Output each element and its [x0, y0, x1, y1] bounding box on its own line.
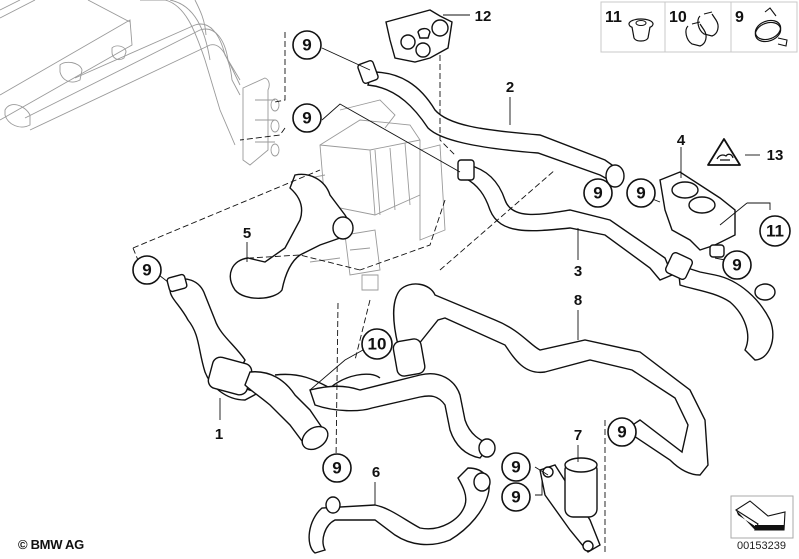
legend-item-11[interactable]: 11: [605, 9, 654, 42]
svg-text:4: 4: [677, 132, 686, 149]
electric-pump: [539, 457, 601, 553]
svg-text:11: 11: [766, 222, 784, 241]
svg-text:8: 8: [574, 292, 582, 309]
callout-3[interactable]: 3: [574, 263, 582, 280]
legend-item-9[interactable]: 9: [735, 7, 788, 47]
svg-text:9: 9: [511, 458, 520, 477]
svg-text:10: 10: [669, 9, 687, 26]
callout-9-valve-left[interactable]: 9: [583, 178, 613, 208]
svg-text:5: 5: [243, 225, 251, 242]
svg-text:7: 7: [574, 427, 582, 444]
flange-plate: [385, 9, 453, 63]
reference-lines: [132, 32, 606, 555]
svg-text:9: 9: [735, 9, 744, 26]
svg-text:9: 9: [593, 184, 602, 203]
callout-8[interactable]: 8: [574, 292, 582, 309]
svg-text:2: 2: [506, 79, 514, 96]
hose-5: [229, 173, 354, 299]
callout-7[interactable]: 7: [574, 427, 582, 444]
warning-label-icon: [707, 138, 741, 166]
hose-6: [308, 467, 491, 554]
callout-9-valve-bottom[interactable]: 9: [722, 250, 752, 280]
water-valve: [659, 171, 736, 258]
svg-text:11: 11: [605, 9, 622, 26]
spring-clamp-icon: [754, 7, 788, 47]
svg-text:9: 9: [332, 459, 341, 478]
hose-2: [357, 60, 625, 188]
arrow-down-right-icon: [734, 500, 786, 531]
callout-1[interactable]: 1: [215, 426, 223, 443]
svg-text:9: 9: [617, 423, 626, 442]
svg-text:9: 9: [302, 109, 311, 128]
grommet-icon: [628, 18, 654, 42]
hose-clip-icon: [685, 11, 719, 47]
svg-text:13: 13: [767, 147, 784, 164]
svg-text:9: 9: [302, 36, 311, 55]
copyright-notice: © BMW AG: [18, 537, 84, 552]
hose-1: [166, 273, 381, 451]
callout-9-right[interactable]: 9: [607, 417, 637, 447]
callout-9-left[interactable]: 9: [132, 255, 162, 285]
svg-text:3: 3: [574, 263, 582, 280]
callout-6[interactable]: 6: [372, 464, 380, 481]
svg-text:9: 9: [732, 256, 741, 275]
callout-13[interactable]: 13: [767, 147, 784, 164]
svg-text:12: 12: [475, 8, 492, 25]
callout-9-second[interactable]: 9: [292, 103, 322, 133]
callout-9-valve-right[interactable]: 9: [626, 178, 656, 208]
hose-3: [457, 159, 776, 361]
svg-text:9: 9: [142, 261, 151, 280]
svg-text:9: 9: [511, 488, 520, 507]
callout-4[interactable]: 4: [677, 132, 686, 149]
auxiliary-heater-ghost: [299, 99, 446, 291]
next-page-button[interactable]: [730, 495, 794, 539]
callout-2[interactable]: 2: [506, 79, 514, 96]
callout-9-top[interactable]: 9: [292, 30, 322, 60]
callout-9-pump-upper[interactable]: 9: [501, 452, 531, 482]
small-parts-legend: 11 10 9: [600, 1, 798, 53]
legend-item-10[interactable]: 10: [669, 9, 719, 47]
hose-connector-mid: [309, 373, 496, 459]
callout-9-pump-lower[interactable]: 9: [501, 482, 531, 512]
callout-5[interactable]: 5: [243, 225, 251, 242]
svg-text:10: 10: [368, 335, 387, 354]
document-number: 00153239: [737, 540, 786, 552]
svg-text:9: 9: [636, 184, 645, 203]
heater-core-ghost: [0, 0, 280, 166]
callout-9-bottom-left[interactable]: 9: [322, 453, 352, 483]
svg-text:1: 1: [215, 426, 223, 443]
callout-12[interactable]: 12: [475, 8, 492, 25]
svg-text:6: 6: [372, 464, 380, 481]
callout-10[interactable]: 10: [361, 328, 393, 360]
callout-11[interactable]: 11: [759, 215, 791, 247]
